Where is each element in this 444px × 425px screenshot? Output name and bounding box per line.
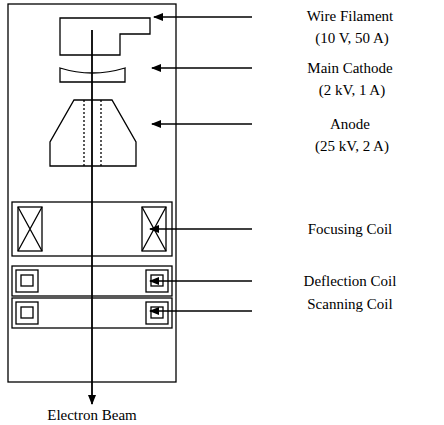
electron-beam bbox=[91, 30, 93, 404]
anode-bore bbox=[83, 100, 84, 166]
leader-arrow bbox=[150, 228, 252, 229]
rating: (2 kV, 1 A) bbox=[317, 82, 387, 99]
part-name: Focusing Coil bbox=[306, 221, 395, 238]
leader-arrow bbox=[150, 280, 252, 281]
anode bbox=[50, 100, 136, 166]
leader-arrow bbox=[150, 310, 252, 311]
leader-arrow bbox=[152, 67, 252, 68]
part-name: Wire Filament bbox=[305, 8, 395, 25]
rating: (10 V, 50 A) bbox=[313, 30, 391, 47]
rating: (25 kV, 2 A) bbox=[313, 138, 391, 155]
part-name: Anode bbox=[328, 116, 372, 133]
part-name: Main Cathode bbox=[305, 60, 394, 77]
wire-filament bbox=[60, 18, 150, 55]
anode-bore bbox=[100, 100, 101, 166]
part-name: Deflection Coil bbox=[302, 273, 399, 290]
leader-arrow bbox=[152, 123, 252, 124]
coil-winding bbox=[18, 207, 42, 251]
leader-arrow bbox=[154, 16, 252, 17]
part-name: Scanning Coil bbox=[305, 296, 394, 313]
beam-label: Electron Beam bbox=[45, 407, 139, 424]
